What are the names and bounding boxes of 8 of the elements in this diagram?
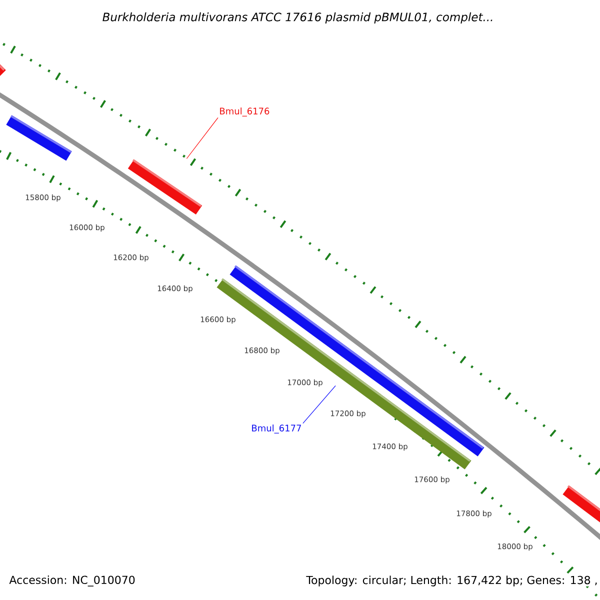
gene-label: Bmul_6176	[220, 108, 270, 116]
gene-arrow	[128, 159, 202, 215]
accession-text: Accession: NC_010070	[9, 576, 135, 586]
leader-line	[302, 385, 336, 424]
summary-text: Topology: circular; Length: 167,422 bp; Genes: 138 ,	[306, 576, 598, 586]
leader-line	[186, 117, 218, 159]
gene-label: Bmul_6177	[252, 424, 301, 434]
title: Burkholderia multivorans ATCC 17616 plasmid pBMUL01, complet...	[102, 12, 492, 24]
